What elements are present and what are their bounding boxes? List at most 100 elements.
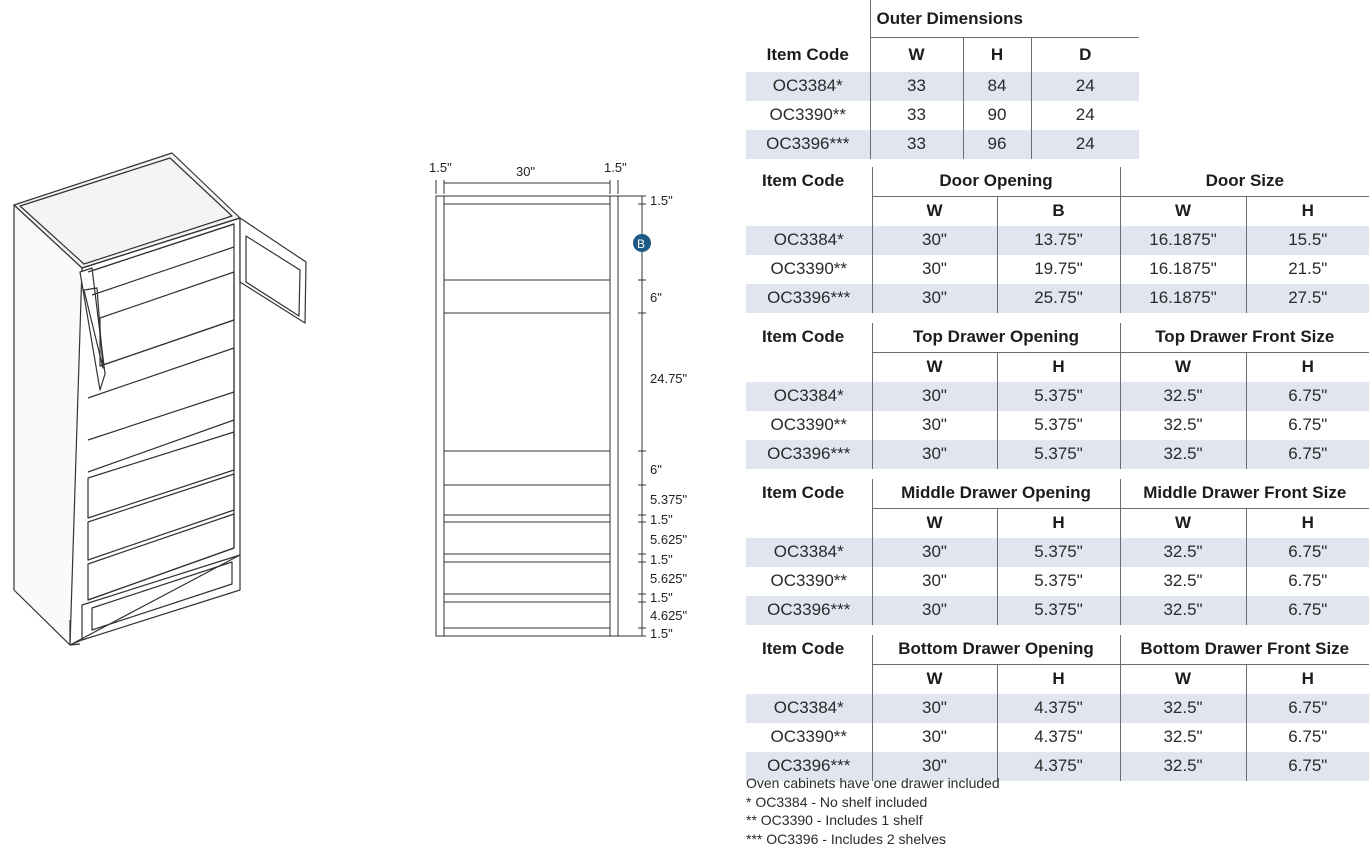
dim-right-6: 5.625" (650, 532, 688, 547)
table-row: OC3384*30"5.375"32.5"6.75" (746, 537, 1369, 567)
item-code: OC3384* (746, 225, 872, 255)
top-drawer-opening-header: Top Drawer Opening (871, 322, 1121, 353)
cell: 6.75" (1245, 595, 1369, 625)
dim-right-0: 1.5" (650, 193, 673, 208)
cell: 6.75" (1245, 410, 1369, 440)
notes: Oven cabinets have one drawer included *… (746, 774, 1000, 848)
cell: 25.75" (996, 283, 1121, 313)
col-header: H (996, 664, 1121, 694)
col-header: W (871, 352, 997, 382)
cell: 30" (871, 751, 997, 781)
cell: 27.5" (1245, 283, 1369, 313)
note-line: ** OC3390 - Includes 1 shelf (746, 812, 923, 828)
cell: 6.75" (1245, 751, 1369, 781)
bottom-drawer-size-header: Bottom Drawer Front Size (1119, 634, 1369, 665)
table-row: OC3384*30"4.375"32.5"6.75" (746, 693, 1369, 723)
cell: 32.5" (1119, 595, 1247, 625)
note-line: Oven cabinets have one drawer included (746, 775, 1000, 791)
table-row: OC3384* 33 84 24 (746, 71, 1140, 101)
cell: 32.5" (1119, 751, 1247, 781)
note-line: *** OC3396 - Includes 2 shelves (746, 830, 946, 847)
cell: 30" (871, 381, 997, 411)
item-code-header: Item Code (762, 483, 845, 503)
table-row: OC3390** 30"4.375"32.5"6.75" (746, 722, 1369, 752)
bottom-drawer-opening-header: Bottom Drawer Opening (871, 634, 1121, 665)
cell: 30" (871, 283, 997, 313)
cell: 5.375" (996, 537, 1121, 567)
col-header: W (1119, 664, 1247, 694)
table-row: OC3390** 33 90 24 (746, 100, 1140, 130)
cell: 32.5" (1119, 381, 1247, 411)
cell: 6.75" (1245, 566, 1369, 596)
cell: 6.75" (1245, 537, 1369, 567)
cell: 30" (871, 225, 997, 255)
door-size-header: Door Size (1119, 166, 1369, 197)
dim-right-4: 5.375" (650, 492, 688, 507)
table-row: OC3396***30"4.375"32.5"6.75" (746, 751, 1369, 781)
cell: 30" (871, 537, 997, 567)
dim-top-left-margin: 1.5" (429, 160, 452, 175)
cell: 19.75" (996, 254, 1121, 284)
cell: 90 (962, 100, 1031, 130)
cell: 33 (869, 129, 963, 159)
note-line: * OC3384 - No shelf included (746, 793, 928, 810)
item-code: OC3390** (770, 259, 848, 278)
cell: 5.375" (996, 566, 1121, 596)
col-header: H (996, 508, 1121, 538)
table-row: OC3396***30"25.75"16.1875"27.5" (746, 283, 1369, 313)
cabinet-isometric-illustration (13, 152, 307, 646)
item-code: OC3390** (769, 105, 847, 124)
item-code: OC3384* (746, 71, 870, 101)
cell: 6.75" (1245, 439, 1369, 469)
middle-drawer-size-header: Middle Drawer Front Size (1119, 478, 1369, 509)
cell: 5.375" (996, 381, 1121, 411)
top-drawer-size-header: Top Drawer Front Size (1119, 322, 1369, 353)
col-header: W (871, 664, 997, 694)
outer-item-code-header: Item Code (766, 44, 849, 64)
item-code: OC3390** (770, 727, 848, 746)
dim-right-10: 4.625" (650, 608, 688, 623)
cell: 84 (962, 71, 1031, 101)
cell: 5.375" (996, 439, 1121, 469)
table-row: OC3390**30"5.375"32.5"6.75" (746, 566, 1369, 596)
dim-right-7: 1.5" (650, 552, 673, 567)
cell: 16.1875" (1119, 225, 1247, 255)
cell: 16.1875" (1119, 254, 1247, 284)
cell: 30" (871, 722, 997, 752)
middle-drawer-opening-header: Middle Drawer Opening (871, 478, 1121, 509)
col-header: W (1119, 196, 1247, 226)
col-header: H (1245, 196, 1369, 226)
cell: 30" (871, 595, 997, 625)
table-row: OC3396*** 33 96 24 (746, 129, 1140, 159)
outer-dimensions-table: Outer Dimensions Item Code W H D OC3384*… (746, 0, 1140, 159)
cell: 24 (1030, 71, 1140, 101)
cell: 24 (1030, 100, 1140, 130)
cell: 5.375" (996, 595, 1121, 625)
col-header: H (996, 352, 1121, 382)
table-row: OC3384*30"13.75"16.1875"15.5" (746, 225, 1369, 255)
table-row: OC3396***30"5.375"32.5"6.75" (746, 595, 1369, 625)
table-row: OC3390**30"5.375"32.5"6.75" (746, 410, 1369, 440)
cell: 32.5" (1119, 566, 1247, 596)
cell: 6.75" (1245, 722, 1369, 752)
cell: 96 (962, 129, 1031, 159)
table-row: OC3384*30"5.375"32.5"6.75" (746, 381, 1369, 411)
item-code: OC3396*** (746, 751, 872, 781)
item-code: OC3390** (770, 415, 848, 434)
front-dimension-drawing: 1.5" 30" 1.5" B 1.5" 6" 24.75" 6" 5.375"… (429, 160, 688, 641)
dim-right-5: 1.5" (650, 512, 673, 527)
dim-right-2: 24.75" (650, 371, 688, 386)
cell: 5.375" (996, 410, 1121, 440)
cell: 15.5" (1245, 225, 1369, 255)
cell: 6.75" (1245, 381, 1369, 411)
item-code: OC3384* (746, 693, 872, 723)
cell: 32.5" (1119, 722, 1247, 752)
cell: 32.5" (1119, 537, 1247, 567)
item-code-header: Item Code (762, 171, 845, 191)
cell: 4.375" (996, 722, 1121, 752)
cell: 33 (869, 71, 963, 101)
cell: 24 (1030, 129, 1140, 159)
